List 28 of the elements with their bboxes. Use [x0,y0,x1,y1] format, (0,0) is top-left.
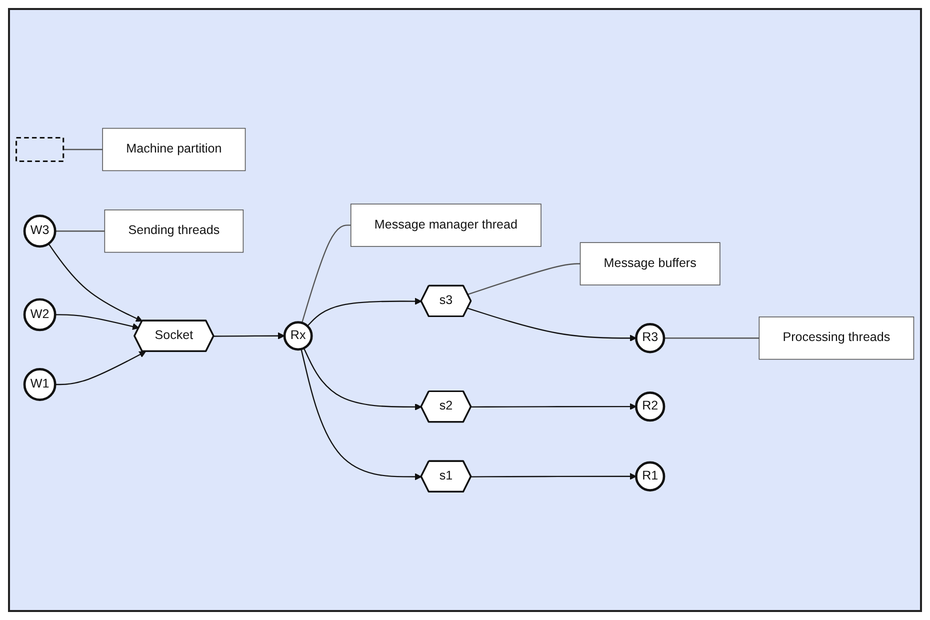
node-circle: W1 [23,368,56,401]
arrow [55,351,146,386]
node-box: Message buffers [580,242,720,286]
connector [63,148,103,150]
connector [55,230,105,232]
node-circle: Rx [283,321,313,351]
node-circle: W3 [23,214,56,248]
connector [301,224,351,324]
arrow [300,348,422,480]
arrow [55,314,140,330]
node-box: Machine partition [102,128,246,172]
arrow [471,403,636,410]
arrow [303,348,422,410]
arrow [214,332,285,340]
connector [664,338,760,339]
arrow [468,308,636,342]
arrow [306,298,422,326]
node-box: Processing threads [758,316,914,360]
arrow [48,243,143,322]
node-circle: R2 [635,391,666,422]
node-circle: R1 [635,461,666,492]
arrow [471,472,636,480]
node-box: Message manager thread [350,204,542,247]
connector [468,263,580,295]
node-circle: W2 [23,298,56,332]
node-circle: R3 [635,323,666,354]
node-line [15,136,64,162]
node-box: Sending threads [104,210,244,253]
